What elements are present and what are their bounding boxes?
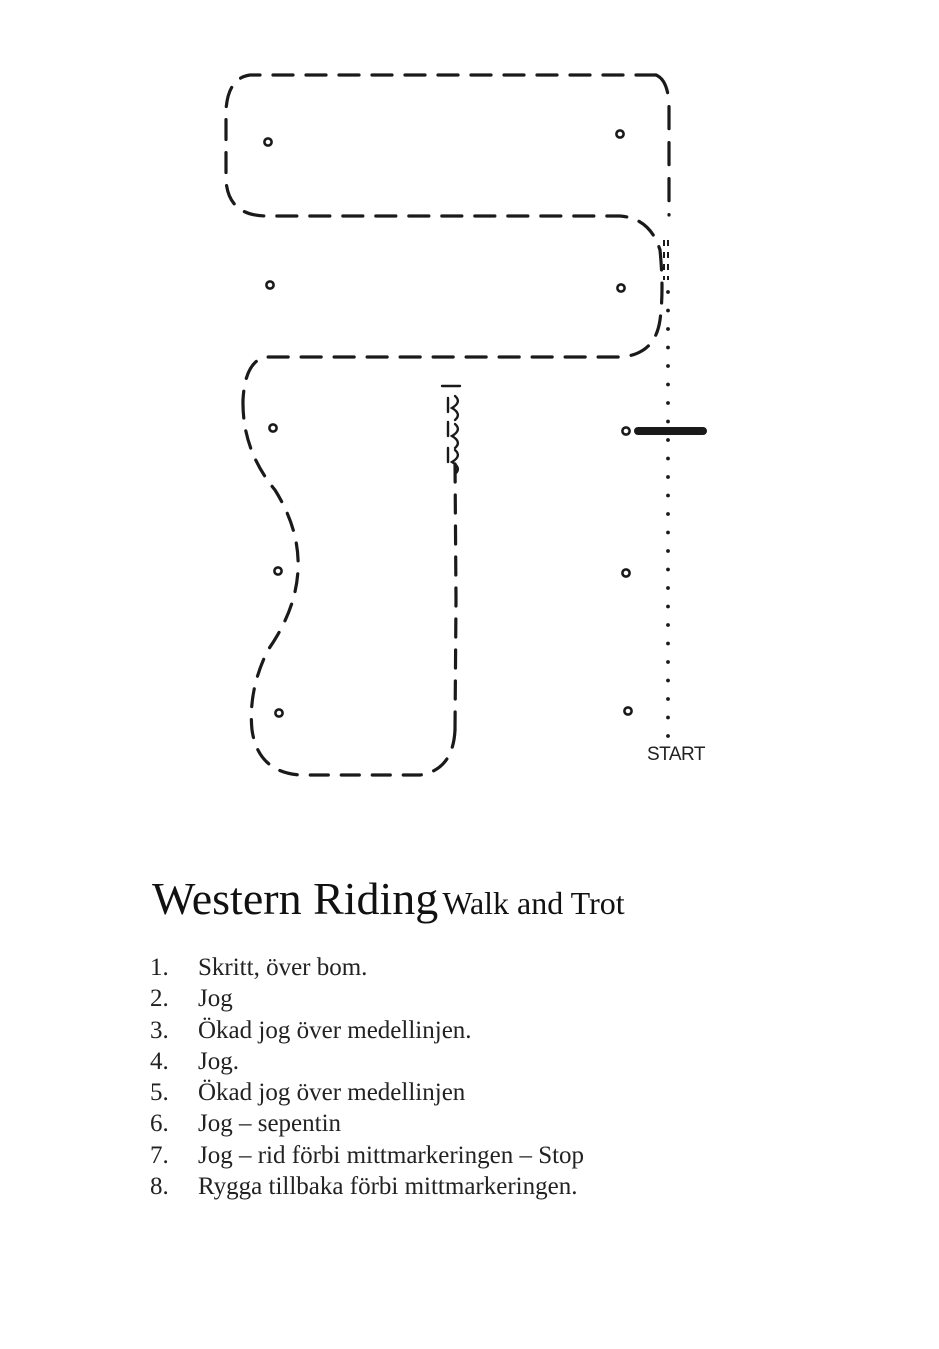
dot — [666, 512, 670, 516]
dot — [666, 715, 670, 720]
dot — [666, 678, 670, 683]
dot — [666, 549, 670, 553]
step-text: Skritt, över bom. — [198, 954, 368, 981]
cone-marker — [268, 423, 278, 433]
list-item: 7. Jog – rid förbi mittmarkeringen – Stop — [150, 1140, 584, 1171]
path-top-loop-right — [654, 73, 671, 217]
list-item: 4. Jog. — [150, 1046, 584, 1077]
dot — [666, 604, 670, 609]
dot — [666, 308, 670, 313]
step-number: 7. — [150, 1141, 169, 1169]
dot — [666, 734, 670, 738]
step-number: 2. — [150, 985, 169, 1013]
list-item: 1. Skritt, över bom. — [150, 952, 584, 983]
path-start-double-mark — [663, 240, 669, 280]
page-title: Western Riding Walk and Trot — [152, 872, 625, 925]
cone-marker — [621, 568, 631, 578]
dot — [666, 438, 670, 442]
dot — [666, 475, 670, 479]
step-number: 5. — [150, 1079, 169, 1107]
dot — [666, 456, 670, 461]
riding-pattern-diagram: START — [224, 73, 707, 777]
cone-marker — [616, 283, 626, 293]
step-text: Ökad jog över medellinjen — [198, 1079, 466, 1107]
cone-marker — [263, 137, 273, 147]
path-start-dotted-line — [666, 290, 670, 738]
step-text: Jog – rid förbi mittmarkeringen – Stop — [198, 1141, 585, 1169]
dot — [666, 660, 670, 664]
dot — [666, 382, 670, 387]
path-top-loop — [224, 73, 662, 252]
step-text: Jog – sepentin — [198, 1110, 342, 1138]
cone-marker — [273, 566, 283, 576]
dot — [666, 345, 670, 350]
title-main: Western Riding — [152, 873, 439, 924]
list-item: 6. Jog – sepentin — [150, 1108, 584, 1139]
list-item: 2. Jog — [150, 983, 584, 1014]
dot — [666, 493, 670, 498]
path-zigzag — [440, 384, 462, 476]
start-label: START — [647, 744, 706, 765]
title-subtitle: Walk and Trot — [442, 885, 625, 921]
dot — [666, 623, 670, 627]
step-number: 8. — [150, 1173, 169, 1201]
list-item: 5. Ökad jog över medellinjen — [150, 1077, 584, 1108]
dot — [666, 364, 670, 368]
step-text: Jog. — [198, 1047, 239, 1075]
dot — [666, 586, 670, 590]
path-center-line — [453, 458, 458, 732]
dot — [666, 401, 670, 405]
cone-marker — [265, 280, 275, 290]
dot — [666, 641, 670, 646]
dot — [666, 327, 670, 331]
list-item: 3. Ökad jog över medellinjen. — [150, 1015, 584, 1046]
dot — [666, 419, 670, 424]
dot — [666, 567, 670, 572]
cone-marker — [274, 708, 284, 718]
list-item: 8. Rygga tillbaka förbi mittmarkeringen. — [150, 1171, 584, 1202]
step-number: 6. — [150, 1110, 169, 1138]
path-middle-loop — [241, 248, 664, 402]
step-text: Ökad jog över medellinjen. — [198, 1016, 472, 1044]
step-text: Rygga tillbaka förbi mittmarkeringen. — [198, 1173, 578, 1201]
cone-marker — [623, 706, 633, 716]
step-number: 1. — [150, 954, 169, 981]
path-serpentine — [241, 398, 457, 777]
step-number: 3. — [150, 1016, 169, 1044]
cone-marker — [621, 426, 631, 436]
step-text: Jog — [198, 985, 233, 1013]
dot — [666, 530, 670, 535]
step-list: 1. Skritt, över bom. 2. Jog 3. Ökad jog över … — [150, 952, 584, 1202]
dot — [666, 697, 670, 701]
cone-marker — [615, 129, 625, 139]
dot — [666, 290, 670, 294]
step-number: 4. — [150, 1047, 169, 1075]
